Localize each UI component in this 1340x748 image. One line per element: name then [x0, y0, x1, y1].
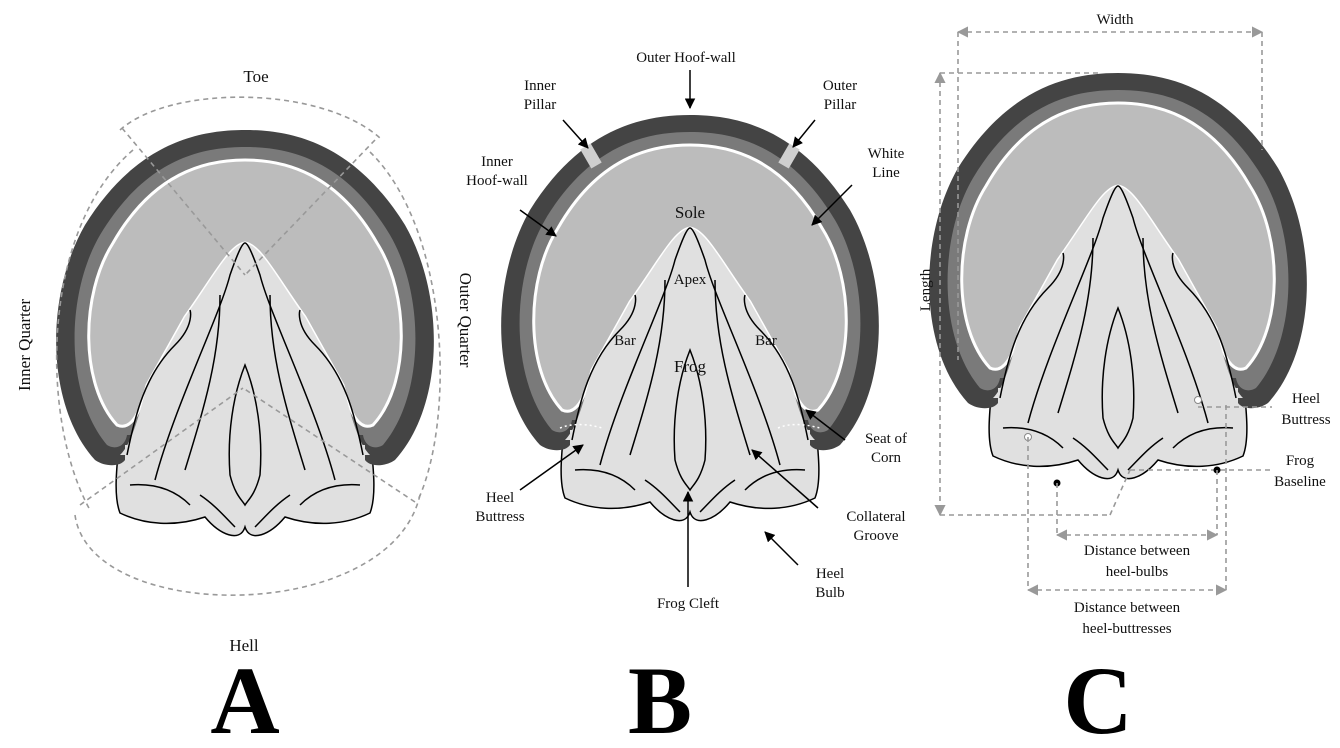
dist-heel-bulbs-label-1: Distance between: [1084, 543, 1191, 559]
heel-buttress-label-2: Buttress: [475, 509, 524, 525]
panel-a-letter: A: [210, 647, 279, 748]
frog-baseline-label-1: Frog: [1286, 453, 1315, 469]
white-line-label-1: White: [868, 146, 905, 162]
seat-of-corn-label-2: Corn: [871, 450, 902, 466]
heel-buttress-dot-right: [1195, 397, 1202, 404]
bar-right-label: Bar: [755, 333, 777, 349]
heel-buttress-label-1: Heel: [486, 490, 514, 506]
inner-pillar-label-2: Pillar: [524, 97, 557, 113]
hoof-a-drawing: [56, 130, 434, 536]
heel-bulb-label-2: Bulb: [815, 585, 844, 601]
panel-b: Outer Hoof-wall Inner Pillar Outer Pilla…: [466, 50, 907, 748]
width-label: Width: [1097, 12, 1134, 28]
hoof-c-drawing: [929, 73, 1307, 479]
panel-b-letter: B: [628, 647, 692, 748]
heel-buttress-c-label-2: Buttress: [1281, 412, 1330, 428]
collateral-groove-label-2: Groove: [854, 528, 899, 544]
panel-c-letter: C: [1063, 647, 1132, 748]
bar-left-label: Bar: [614, 333, 636, 349]
collateral-groove-label-1: Collateral: [846, 509, 905, 525]
seat-of-corn-label-1: Seat of: [865, 431, 907, 447]
length-label: Length: [918, 268, 934, 311]
frog-baseline-label-2: Baseline: [1274, 474, 1326, 490]
dist-heel-buttresses-label-2: heel-buttresses: [1082, 621, 1171, 637]
outer-pillar-label-1: Outer: [823, 78, 857, 94]
apex-label: Apex: [674, 272, 707, 288]
frog-label: Frog: [674, 357, 707, 376]
sole-label: Sole: [675, 203, 705, 222]
panel-a: Toe Hell Inner Quarter Outer Quarter A: [15, 67, 475, 748]
toe-label: Toe: [243, 67, 268, 86]
inner-pillar-arrow: [563, 120, 588, 148]
heel-bulb-label-1: Heel: [816, 566, 844, 582]
heel-buttress-c-label-1: Heel: [1292, 391, 1320, 407]
dist-heel-buttresses-label-1: Distance between: [1074, 600, 1181, 616]
panel-c: Width Length Heel Buttress Frog Baseline…: [918, 12, 1331, 748]
hoof-b-drawing: [501, 115, 879, 521]
heel-bulb-arrow: [765, 532, 798, 565]
outer-quarter-label: Outer Quarter: [456, 273, 475, 368]
outer-pillar-label-2: Pillar: [824, 97, 857, 113]
frog-cleft-label: Frog Cleft: [657, 596, 720, 612]
outer-hoof-wall-label: Outer Hoof-wall: [636, 50, 736, 66]
outer-pillar-arrow: [793, 120, 815, 147]
white-line-label-2: Line: [872, 165, 900, 181]
inner-hoof-wall-label-1: Inner: [481, 154, 513, 170]
inner-hoof-wall-label-2: Hoof-wall: [466, 173, 528, 189]
inner-pillar-label-1: Inner: [524, 78, 556, 94]
dist-heel-bulbs-label-2: heel-bulbs: [1106, 564, 1169, 580]
inner-quarter-label: Inner Quarter: [15, 299, 34, 391]
